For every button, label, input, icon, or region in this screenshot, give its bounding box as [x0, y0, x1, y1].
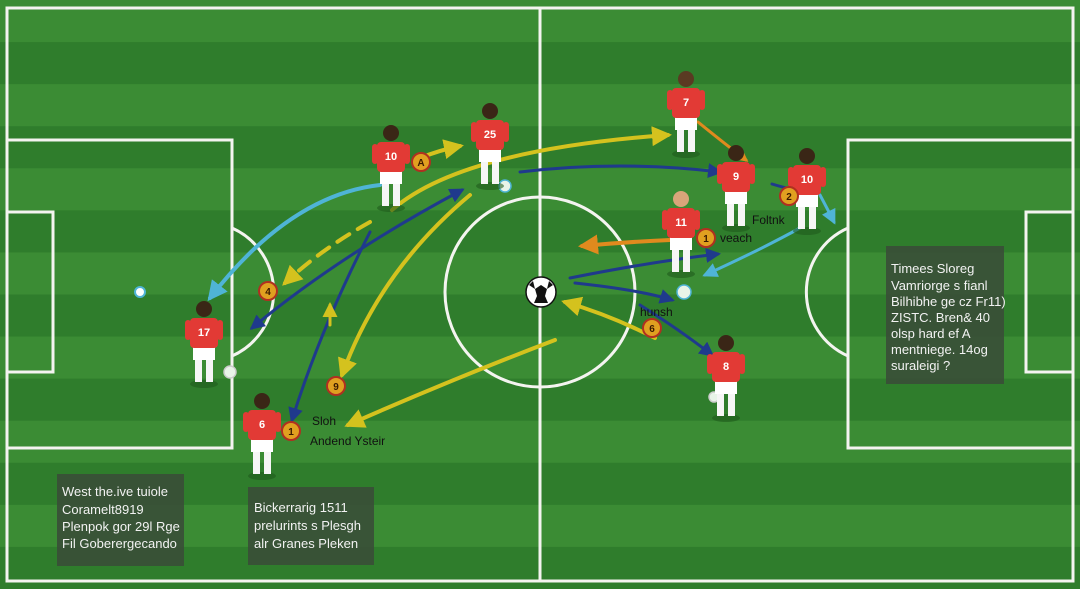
badge-2: 2 [779, 186, 799, 206]
svg-text:Coramelt8919: Coramelt8919 [62, 502, 144, 517]
player-6-number: 6 [259, 419, 265, 431]
player-10-right: 10 [788, 148, 826, 235]
player-8: 8 [707, 335, 745, 422]
players: 7 25 10 9 [185, 71, 826, 480]
player-9: 9 [717, 145, 755, 232]
svg-text:olsp hard ef A: olsp hard ef A [891, 326, 971, 341]
arrow-blue-down [288, 230, 372, 423]
left-goal-area [5, 210, 55, 374]
svg-text:A: A [417, 158, 424, 169]
ball-small-icon [223, 179, 720, 403]
player-7: 7 [667, 71, 705, 158]
player-9-number: 9 [733, 171, 739, 183]
arrow-blue-diagonal [249, 188, 465, 330]
arrow-cyan-tiny [818, 193, 836, 225]
arrow-blue-lower [638, 303, 715, 357]
annotation-vecch: veach [720, 231, 752, 245]
annotation-hunsh: hunsh [640, 305, 673, 319]
svg-text:Fil Goberergecando: Fil Goberergecando [62, 536, 177, 551]
right-goal-area [1024, 210, 1075, 374]
svg-text:6: 6 [649, 324, 655, 335]
arrow-orange-left [578, 234, 672, 255]
badge-9: 9 [326, 376, 346, 396]
annotation-anderd: Andend Ysteir [310, 434, 385, 448]
svg-text:Plenpok gor 29l Rge: Plenpok gor 29l Rge [62, 519, 180, 534]
player-25: 25 [471, 103, 509, 190]
svg-text:Bickerrarig 1511: Bickerrarig 1511 [254, 500, 348, 515]
penalty-spot-marker [134, 286, 146, 298]
player-10-left-number: 10 [385, 151, 397, 163]
pitch-annotations: Foltnk veach hunsh Sloh Andend Ysteir [310, 213, 786, 448]
annotation-sloh: Sloh [312, 414, 336, 428]
badge-a: A [411, 152, 431, 172]
player-25-number: 25 [484, 129, 496, 141]
annotation-foltnk: Foltnk [752, 213, 786, 227]
player-10-right-number: 10 [801, 174, 813, 186]
player-17: 17 [185, 301, 223, 388]
svg-text:4: 4 [265, 287, 271, 298]
badge-6: 6 [642, 318, 662, 338]
svg-text:alr Granes Pleken: alr Granes Pleken [254, 536, 358, 551]
info-box-middle: Bickerrarig 1511 prelurints s Plesgh alr… [248, 487, 374, 565]
player-6: 6 [243, 393, 281, 480]
svg-text:West the.ive tuiole: West the.ive tuiole [62, 484, 168, 499]
player-8-number: 8 [723, 361, 729, 373]
svg-text:1: 1 [288, 427, 294, 438]
player-11-number: 11 [675, 217, 687, 229]
svg-text:prelurints s Plesgh: prelurints s Plesgh [254, 518, 361, 533]
info-box-left: West the.ive tuiole Coramelt8919 Plenpok… [57, 474, 184, 566]
svg-text:ZISTC. Bren& 40: ZISTC. Bren& 40 [891, 310, 990, 325]
step-badges: A 4 2 1 9 1 6 [258, 152, 799, 441]
arrow-cyan-short [702, 226, 802, 277]
svg-text:Timees Sloreg: Timees Sloreg [891, 261, 974, 276]
player-7-number: 7 [683, 97, 689, 109]
arrow-yellow-return [344, 338, 557, 428]
svg-text:9: 9 [333, 382, 339, 393]
badge-1-left: 1 [281, 421, 301, 441]
info-box-right: Timees Sloreg Vamriorge s fianl Bilhibhe… [886, 246, 1006, 384]
player-10-left: 10 [372, 125, 410, 212]
badge-1-right: 1 [696, 228, 716, 248]
svg-text:mentniege. 14og: mentniege. 14og [891, 342, 988, 357]
svg-text:1: 1 [703, 234, 709, 245]
svg-text:Bilhibhe ge cz Fr11): Bilhibhe ge cz Fr11) [891, 294, 1006, 309]
svg-text:2: 2 [786, 192, 792, 203]
soccer-ball-icon [525, 276, 557, 308]
badge-4: 4 [258, 281, 278, 301]
player-17-number: 17 [198, 327, 210, 339]
right-penalty-arc [804, 226, 849, 358]
arrow-blue-right [568, 247, 721, 280]
arrow-blue-top [518, 163, 723, 179]
svg-text:suraleigi ?: suraleigi ? [891, 358, 950, 373]
player-11: 11 [662, 191, 700, 278]
arrow-blue-ball [573, 281, 675, 304]
svg-text:Vamriorge s fianl: Vamriorge s fianl [891, 278, 988, 293]
